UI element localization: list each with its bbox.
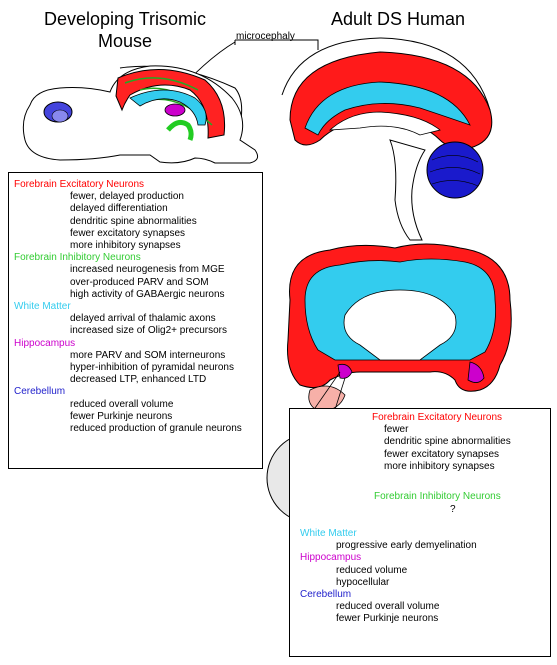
human-outer-arc <box>281 37 491 111</box>
mouse-white-matter <box>129 89 207 126</box>
finding-item: decreased LTP, enhanced LTD <box>70 374 207 386</box>
mouse-title-line1: Developing Trisomic <box>43 9 207 29</box>
finding-item: fewer Purkinje neurons <box>336 613 439 625</box>
finding-item: over-produced PARV and SOM <box>70 276 209 288</box>
microcephaly-bracket <box>234 39 319 50</box>
finding-item: hyper-inhibition of pyramidal neurons <box>70 362 234 373</box>
category-label: Forebrain Inhibitory Neurons <box>374 491 501 502</box>
category-label: White Matter <box>300 528 357 539</box>
finding-item: reduced volume <box>336 564 408 576</box>
category-label: Hippocampus <box>14 337 76 349</box>
finding-item: more PARV and SOM interneurons <box>70 349 226 361</box>
finding-item: dendritic spine abnormalities <box>70 215 197 227</box>
finding-item: increased neurogenesis from MGE <box>70 264 225 276</box>
finding-item: reduced overall volume <box>70 398 174 410</box>
finding-item: more inhibitory synapses <box>384 460 495 472</box>
finding-item: fewer, delayed production <box>70 191 184 203</box>
finding-item: hypocellular <box>336 576 390 588</box>
finding-item: ? <box>450 504 456 515</box>
finding-item: delayed differentiation <box>70 203 168 215</box>
finding-item: fewer <box>384 424 409 436</box>
finding-item: progressive early demyelination <box>336 540 477 552</box>
coronal-hippocampus-left <box>337 363 353 379</box>
human-white-matter <box>304 81 471 136</box>
microcephaly-label: microcephaly <box>236 31 295 42</box>
category-label: Cerebellum <box>14 386 66 398</box>
category-label: Forebrain Excitatory Neurons <box>372 412 503 423</box>
mouse-title: Developing Trisomic Mouse <box>40 8 210 52</box>
finding-item: reduced overall volume <box>336 601 440 613</box>
human-findings-box <box>289 408 551 657</box>
human-brainstem <box>389 139 426 241</box>
category-label: Forebrain Inhibitory Neurons <box>14 252 141 264</box>
finding-item: high activity of GABAergic neurons <box>70 288 225 300</box>
finding-item: reduced production of granule neurons <box>70 423 242 434</box>
finding-item: fewer excitatory synapses <box>70 227 186 239</box>
coronal-hippocampus-right <box>467 361 485 383</box>
finding-item: dendritic spine abnormalities <box>384 436 511 448</box>
mouse-mge <box>166 119 194 141</box>
category-label: Hippocampus <box>300 552 362 564</box>
category-label: Cerebellum <box>300 589 352 600</box>
human-corpus <box>328 111 441 136</box>
mouse-findings-box <box>8 172 263 469</box>
mouse-hippocampus <box>164 103 186 117</box>
coronal-center <box>343 289 457 361</box>
human-cerebellum <box>426 141 484 199</box>
mouse-title-line2: Mouse <box>97 31 153 51</box>
category-label: White Matter <box>14 301 71 312</box>
finding-item: fewer excitatory synapses <box>384 448 500 460</box>
finding-item: more inhibitory synapses <box>70 240 181 251</box>
human-title: Adult DS Human <box>330 9 466 29</box>
category-label: Forebrain Excitatory Neurons <box>14 179 145 190</box>
finding-item: increased size of Olig2+ precursors <box>70 325 228 337</box>
finding-item: delayed arrival of thalamic axons <box>70 313 216 325</box>
finding-item: fewer Purkinje neurons <box>70 410 173 422</box>
